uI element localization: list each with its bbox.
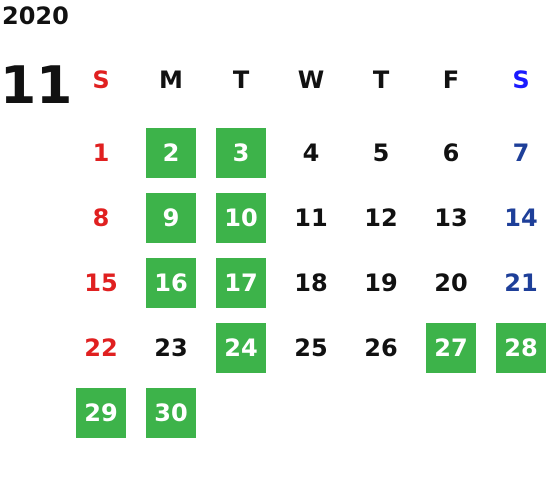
day-cell[interactable]: 14 [486,185,548,250]
day-number: 26 [364,333,398,362]
day-number-highlighted: 3 [216,127,266,178]
day-cell[interactable]: 30 [136,380,206,445]
day-cell[interactable]: 8 [66,185,136,250]
day-number: 15 [84,268,118,297]
day-number: 21 [504,268,538,297]
day-number: 14 [504,203,538,232]
day-cell[interactable]: 27 [416,315,486,380]
day-cell[interactable]: 2 [136,120,206,185]
weekday-header-thu: T [372,66,390,94]
day-number: 11 [294,203,328,232]
day-number: 12 [364,203,398,232]
day-cell[interactable]: 12 [346,185,416,250]
day-number-highlighted: 29 [76,387,126,438]
day-cell[interactable]: 10 [206,185,276,250]
weekday-header-wed: W [297,66,325,94]
day-number-highlighted: 10 [216,192,266,243]
day-number-highlighted: 16 [146,257,196,308]
day-cell[interactable]: 9 [136,185,206,250]
day-cell[interactable]: 7 [486,120,548,185]
day-number: 1 [92,138,110,167]
day-number: 19 [364,268,398,297]
day-cell[interactable]: 11 [276,185,346,250]
day-cell[interactable]: 16 [136,250,206,315]
day-cell[interactable]: 3 [206,120,276,185]
weekday-header-mon: M [159,66,183,94]
weekday-header-fri: F [442,66,460,94]
day-cell[interactable]: 22 [66,315,136,380]
day-number-highlighted: 9 [146,192,196,243]
day-cell[interactable]: 21 [486,250,548,315]
day-cell[interactable]: 29 [66,380,136,445]
weekday-header-tue: T [232,66,250,94]
day-number: 5 [372,138,390,167]
day-number: 8 [92,203,110,232]
day-cell[interactable]: 5 [346,120,416,185]
day-number: 13 [434,203,468,232]
day-cell[interactable]: 19 [346,250,416,315]
weekday-header-sat: S [512,66,530,94]
day-number: 20 [434,268,468,297]
day-number-highlighted: 27 [426,322,476,373]
day-number: 6 [442,138,460,167]
day-cell[interactable]: 6 [416,120,486,185]
day-cell[interactable]: 23 [136,315,206,380]
day-number: 25 [294,333,328,362]
day-cell[interactable]: 4 [276,120,346,185]
year-label: 2020 [2,2,69,30]
day-cell[interactable]: 18 [276,250,346,315]
day-number-highlighted: 24 [216,322,266,373]
day-number-highlighted: 30 [146,387,196,438]
day-number-highlighted: 2 [146,127,196,178]
day-number: 4 [302,138,320,167]
day-cell[interactable]: 1 [66,120,136,185]
day-number: 18 [294,268,328,297]
day-cell[interactable]: 25 [276,315,346,380]
day-number-highlighted: 28 [496,322,546,373]
day-cell[interactable]: 13 [416,185,486,250]
day-cell[interactable]: 20 [416,250,486,315]
day-cell[interactable]: 17 [206,250,276,315]
day-cell[interactable]: 15 [66,250,136,315]
day-cell[interactable]: 28 [486,315,548,380]
day-cell[interactable]: 24 [206,315,276,380]
day-number: 22 [84,333,118,362]
month-label: 11 [0,56,73,116]
day-number: 23 [154,333,188,362]
day-number-highlighted: 17 [216,257,266,308]
day-cell[interactable]: 26 [346,315,416,380]
weekday-header-sun: S [92,66,110,94]
day-number: 7 [512,138,530,167]
